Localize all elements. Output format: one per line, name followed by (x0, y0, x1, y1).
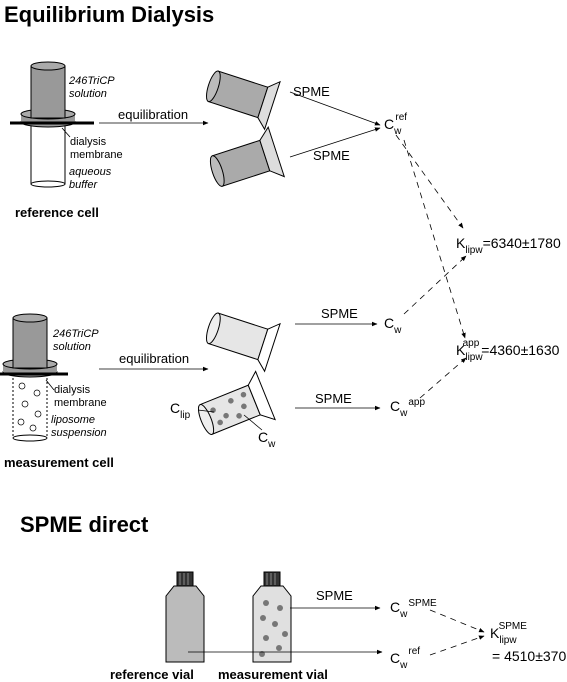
c-w-pointer (243, 414, 263, 431)
dashed-ref-to-klipw (395, 134, 464, 229)
meas-membrane-pointer (45, 379, 55, 391)
ref-vial-upper (206, 70, 281, 131)
dashed-capp-to-klipw-app (419, 357, 467, 399)
spme-label-lower: SPME (313, 148, 350, 163)
dashed-spme-to-k (429, 609, 485, 633)
meas-solution-line2: solution (53, 341, 91, 353)
ref-membrane-line2: membrane (70, 149, 123, 161)
reference-cell-diagram (10, 61, 94, 188)
meas-equilibration-label: equilibration (119, 351, 189, 366)
measurement-cell-label: measurement cell (4, 455, 114, 470)
measurement-cell-diagram (0, 313, 68, 442)
meas-solution-line1: 246TriCP (52, 328, 99, 340)
dashed-ref-to-k (429, 635, 485, 656)
measurement-vial-label: measurement vial (218, 667, 328, 682)
reference-vial-bottle (165, 571, 205, 663)
c-w-ref: Cwref (384, 112, 407, 137)
ref-equilibration-label: equilibration (118, 107, 188, 122)
spme-arrow-upper (289, 91, 381, 126)
c-w: Cw (384, 315, 402, 336)
measurement-vial-bottle (252, 571, 292, 663)
spme-label-upper: SPME (293, 84, 330, 99)
dashed-cw-to-klipw (403, 255, 467, 315)
k-lipw: Klipw=6340±1780 (456, 235, 561, 256)
spme-label-meas-upper: SPME (321, 306, 358, 321)
dashed-ref-to-klipw-app (403, 139, 466, 339)
reference-cell-label: reference cell (15, 205, 99, 220)
k-lipw-spme-value: = 4510±370 (492, 648, 566, 664)
c-w-label: Cw (258, 429, 276, 450)
k-lipw-spme: KlipwSPME (490, 621, 527, 646)
meas-membrane-line1: dialysis (54, 384, 91, 396)
ref-buffer-line1: aqueous (69, 166, 112, 178)
c-lip-pointer (197, 409, 215, 413)
c-w-ref-direct: Cwref (390, 646, 420, 671)
k-lipw-app: Klipwapp=4360±1630 (456, 338, 560, 363)
ref-membrane-pointer (61, 127, 71, 138)
meas-membrane-line2: membrane (54, 397, 107, 409)
meas-vial-upper (206, 312, 281, 373)
meas-vial-lower (197, 370, 276, 435)
ref-solution-line2: solution (69, 88, 107, 100)
meas-suspension-line1: liposome (51, 414, 95, 426)
title-spme-direct: SPME direct (20, 512, 149, 537)
spme-arrow-lower (289, 127, 381, 158)
ref-buffer-line2: buffer (69, 179, 98, 191)
c-w-app: Cwapp (390, 397, 425, 419)
ref-membrane-line1: dialysis (70, 136, 107, 148)
c-lip: Clip (170, 400, 191, 421)
meas-suspension-line2: suspension (51, 427, 107, 439)
ref-vial-lower (209, 125, 286, 187)
c-w-spme: CwSPME (390, 598, 437, 620)
spme-direct-label: SPME (316, 588, 353, 603)
reference-vial-label: reference vial (110, 667, 194, 682)
spme-label-meas-lower: SPME (315, 391, 352, 406)
title-equilibrium-dialysis: Equilibrium Dialysis (4, 2, 214, 27)
ref-solution-line1: 246TriCP (68, 75, 115, 87)
